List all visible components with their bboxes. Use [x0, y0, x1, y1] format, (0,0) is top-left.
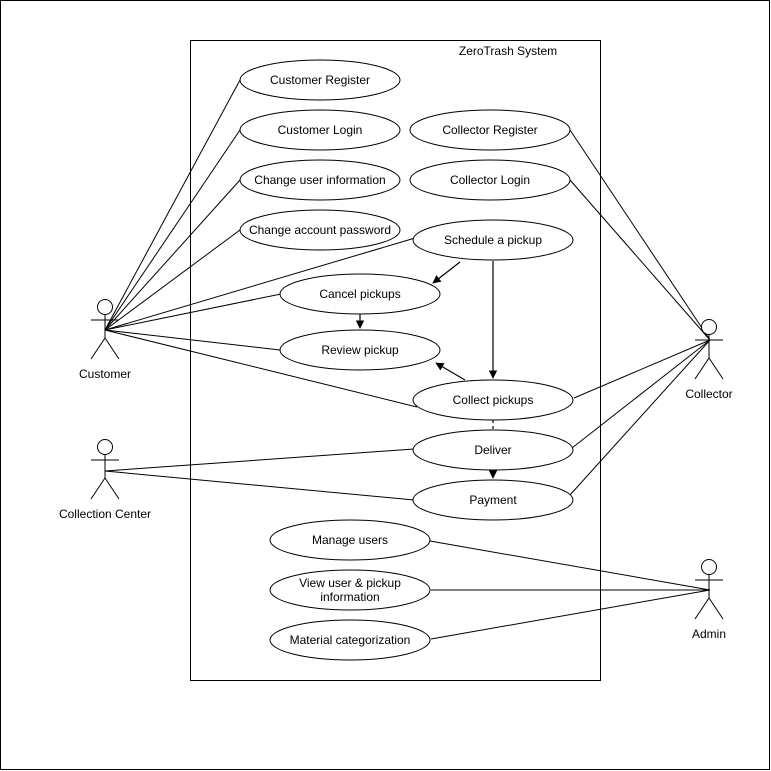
system-title: ZeroTrash System — [459, 44, 557, 58]
usecase-change-user-information[interactable] — [239, 159, 401, 201]
actor-collector-label: Collector — [685, 387, 732, 401]
usecase-deliver[interactable] — [412, 429, 574, 471]
usecase-cancel-pickups[interactable] — [279, 273, 441, 315]
usecase-customer-login[interactable] — [239, 109, 401, 151]
assoc-customer-cancel — [104, 293, 282, 331]
assoc-collector-deliver — [571, 339, 711, 449]
usecase-customer-register[interactable] — [239, 59, 401, 101]
actor-collection-center[interactable] — [90, 439, 120, 500]
use-case-labels: Customer Register Customer Login Collect… — [249, 73, 542, 647]
assoc-customer-collect — [104, 329, 418, 408]
relations — [355, 261, 498, 479]
label-schedule-pickup: Schedule a pickup — [444, 233, 542, 247]
assoc-customer-review — [104, 329, 281, 351]
actor-customer[interactable] — [90, 299, 120, 360]
label-collector-login: Collector Login — [450, 173, 530, 187]
actor-collector[interactable] — [694, 319, 724, 380]
usecase-view-user-pickup-information[interactable] — [269, 569, 431, 611]
label-collector-register: Collector Register — [442, 123, 537, 137]
label-change-user-information: Change user information — [254, 173, 385, 187]
usecase-collect-pickups[interactable] — [412, 379, 574, 421]
label-material-categorization: Material categorization — [290, 633, 411, 647]
assoc-customer-register — [104, 79, 241, 331]
label-cancel-pickups: Cancel pickups — [319, 287, 400, 301]
usecase-payment[interactable] — [412, 479, 574, 521]
usecase-change-account-password[interactable] — [239, 209, 401, 251]
assoc-collector-login — [569, 179, 711, 341]
label-view-info-line1: View user & pickup — [299, 576, 401, 590]
assoc-collector-collect — [573, 339, 711, 399]
assoc-customer-schedule — [104, 237, 416, 331]
label-change-account-password: Change account password — [249, 223, 391, 237]
actor-collection-center-head — [97, 439, 113, 455]
usecase-schedule-pickup[interactable] — [412, 219, 574, 261]
actor-admin-label: Admin — [692, 627, 726, 641]
associations — [104, 79, 711, 640]
label-manage-users: Manage users — [312, 533, 388, 547]
usecase-collector-register[interactable] — [409, 109, 571, 151]
label-collect-pickups: Collect pickups — [453, 393, 534, 407]
assoc-admin-material — [430, 589, 711, 640]
assoc-collector-register — [569, 129, 711, 341]
label-customer-register: Customer Register — [270, 73, 370, 87]
actor-admin[interactable] — [694, 559, 724, 620]
arrow-collect-to-review — [435, 362, 466, 381]
assoc-customer-change-info — [104, 179, 241, 331]
label-view-info-line2: information — [320, 590, 379, 604]
usecase-collector-login[interactable] — [409, 159, 571, 201]
actor-collector-head — [701, 319, 717, 335]
actor-customer-label: Customer — [79, 367, 131, 381]
system-boundary — [190, 40, 601, 681]
assoc-customer-login — [104, 129, 241, 331]
label-review-pickup: Review pickup — [321, 343, 399, 357]
assoc-center-payment — [104, 470, 415, 501]
arrow-schedule-to-cancel — [432, 261, 461, 284]
assoc-customer-change-password — [104, 229, 241, 331]
actor-customer-head — [97, 299, 113, 315]
actor-admin-head — [701, 559, 717, 575]
usecase-review-pickup[interactable] — [279, 329, 441, 371]
assoc-center-deliver — [104, 448, 415, 472]
assoc-admin-manage — [429, 540, 711, 591]
usecase-material-categorization[interactable] — [269, 619, 431, 661]
assoc-collector-payment — [569, 339, 711, 496]
use-cases — [239, 59, 574, 661]
label-customer-login: Customer Login — [278, 123, 363, 137]
label-deliver: Deliver — [474, 443, 511, 457]
actor-collection-center-label: Collection Center — [59, 507, 151, 521]
usecase-manage-users[interactable] — [269, 519, 431, 561]
label-payment: Payment — [469, 493, 517, 507]
